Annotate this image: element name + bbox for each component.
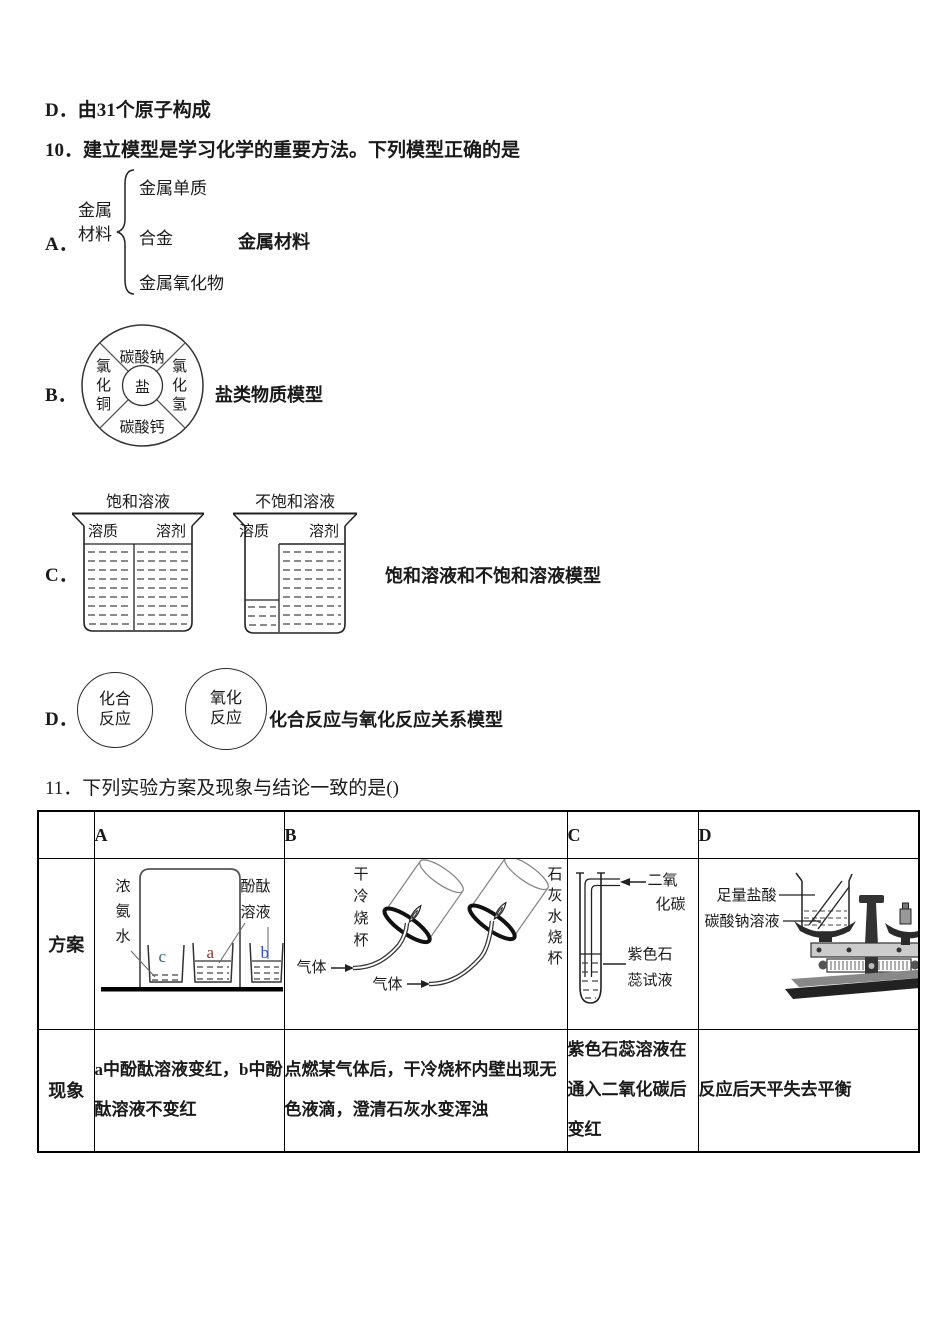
brace-item-alloy: 合金 <box>139 229 173 248</box>
beaker-b-letter: b <box>260 943 270 962</box>
scheme-b-diagram: 干冷烧杯 气体 气体 石灰水烧杯 <box>285 859 566 1029</box>
phenolphthalein-label-line2: 溶液 <box>240 905 271 921</box>
col-header-c: C <box>566 810 699 859</box>
question11-stem: 11．下列实验方案及现象与结论一致的是() <box>45 778 399 799</box>
phenomenon-d: 反应后天平失去平衡 <box>697 1029 920 1152</box>
option-d-model-label: 化合反应与氧化反应关系模型 <box>269 710 503 730</box>
scheme-c-shapes <box>575 872 646 1004</box>
brace-item-metal-oxide: 金属氧化物 <box>139 274 224 293</box>
co2-label-line1: 二氧 <box>647 873 678 889</box>
salt-circle-diagram <box>81 324 204 447</box>
combination-line1: 化合 <box>98 691 131 708</box>
scheme-c-cell: 二氧 化碳 紫色石 蕊试液 <box>566 858 699 1030</box>
scheme-a-cell: 浓氨水 酚酞 溶液 c a b <box>93 858 285 1030</box>
unsaturated-solvent-label: 溶剂 <box>309 524 340 540</box>
option-c-model-label: 饱和溶液和不饱和溶液模型 <box>385 566 601 586</box>
scheme-b-shapes <box>330 859 549 988</box>
phenomenon-a: a中酚酞溶液变红，b中酚酞溶液不变红 <box>93 1029 285 1152</box>
scheme-d-shapes <box>778 872 918 999</box>
unsaturated-solute-label: 溶质 <box>239 524 270 540</box>
row-label-phenomenon: 现象 <box>37 1029 95 1152</box>
col-header-a: A <box>93 810 285 859</box>
scheme-d-diagram: 足量盐酸 碳酸钠溶液 <box>699 860 918 1029</box>
q10-option-b: B． 碳酸钠 氯化铜 盐 氯化氢 碳酸钙 盐类物质模型 <box>45 318 505 453</box>
oxidation-reaction-circle: 氧化 反应 <box>185 668 267 750</box>
unsaturated-beaker-shape <box>233 512 357 634</box>
scheme-a-diagram: 浓氨水 酚酞 溶液 c a b <box>95 860 283 1029</box>
question10-stem: 10．建立模型是学习化学的重要方法。下列模型正确的是 <box>45 140 521 161</box>
circle-center-salt: 盐 <box>135 380 151 396</box>
litmus-label-line1: 紫色石 <box>627 947 673 963</box>
scheme-b-cell: 干冷烧杯 气体 气体 石灰水烧杯 <box>283 858 568 1030</box>
q10-option-d: D． 化合 反应 氧化 反应 化合反应与氧化反应关系模型 <box>45 666 685 756</box>
option-b-letter: B． <box>45 385 77 406</box>
brace-shape <box>116 169 135 295</box>
hcl-label: 足量盐酸 <box>716 888 777 904</box>
scheme-c-diagram: 二氧 化碳 紫色石 蕊试液 <box>568 860 697 1029</box>
litmus-label-line2: 蕊试液 <box>627 973 673 989</box>
na2co3-label: 碳酸钠溶液 <box>704 914 780 930</box>
unsaturated-title: 不饱和溶液 <box>254 494 335 511</box>
table-corner-cell <box>37 810 95 859</box>
gas-label-1: 气体 <box>296 960 327 976</box>
saturated-title: 饱和溶液 <box>105 494 170 511</box>
experiment-table: A B C D 方案 <box>37 810 920 1153</box>
option-d-letter: D． <box>45 709 78 730</box>
ammonia-label: 浓氨水 <box>115 879 131 945</box>
option-b-model-label: 盐类物质模型 <box>215 385 323 405</box>
option-c-letter: C． <box>45 565 78 586</box>
scheme-a-shapes <box>100 868 283 992</box>
brace-item-metal-element: 金属单质 <box>139 179 207 198</box>
limewater-beaker-label: 石灰水烧杯 <box>547 867 563 967</box>
q10-option-c: C． 饱和溶液 <box>45 488 705 648</box>
row-label-scheme: 方案 <box>37 858 95 1030</box>
saturated-beaker: 饱和溶液 溶质 <box>72 488 204 638</box>
combination-reaction-circle: 化合 反应 <box>77 672 153 748</box>
option-a-model-label: 金属材料 <box>238 232 310 252</box>
saturated-solvent-label: 溶剂 <box>156 524 187 540</box>
q10-option-a: A． 金属 材料 金属单质 合金 金属氧化物 金属材料 <box>45 166 465 298</box>
beaker-c-letter: c <box>158 947 167 966</box>
phenolphthalein-label-line1: 酚酞 <box>240 879 271 895</box>
dry-cold-beaker-label: 干冷烧杯 <box>353 867 369 949</box>
option-d-31-atoms-line: D．由31个原子构成 <box>45 100 211 121</box>
col-header-b: B <box>283 810 568 859</box>
beaker-a-letter: a <box>206 943 215 962</box>
circle-bottom-calcium-carbonate: 碳酸钙 <box>119 420 165 436</box>
phenomenon-b: 点燃某气体后，干冷烧杯内壁出现无色液滴，澄清石灰水变浑浊 <box>283 1029 568 1152</box>
option-a-letter: A． <box>45 234 78 255</box>
phenomenon-c: 紫色石蕊溶液在通入二氧化碳后变红 <box>566 1029 699 1152</box>
oxidation-line1: 氧化 <box>209 690 242 707</box>
scheme-d-cell: 足量盐酸 碳酸钠溶液 <box>697 858 920 1030</box>
circle-top-sodium-carbonate: 碳酸钠 <box>119 350 165 366</box>
circle-right-hydrogen-chloride: 氯化氢 <box>171 359 187 413</box>
brace-head-line2: 材料 <box>78 225 112 244</box>
saturated-beaker-shape <box>72 512 204 632</box>
oxidation-line2: 反应 <box>209 710 242 727</box>
gas-label-2: 气体 <box>372 977 403 993</box>
brace-head-line1: 金属 <box>78 201 112 220</box>
circle-left-copper-chloride: 氯化铜 <box>95 359 111 413</box>
co2-label-line2: 化碳 <box>655 897 686 913</box>
saturated-solute-label: 溶质 <box>88 524 119 540</box>
col-header-d: D <box>697 810 920 859</box>
q11-table-wrap: A B C D 方案 <box>37 810 920 1153</box>
combination-line2: 反应 <box>98 711 131 728</box>
unsaturated-beaker: 不饱和溶液 <box>233 488 357 638</box>
